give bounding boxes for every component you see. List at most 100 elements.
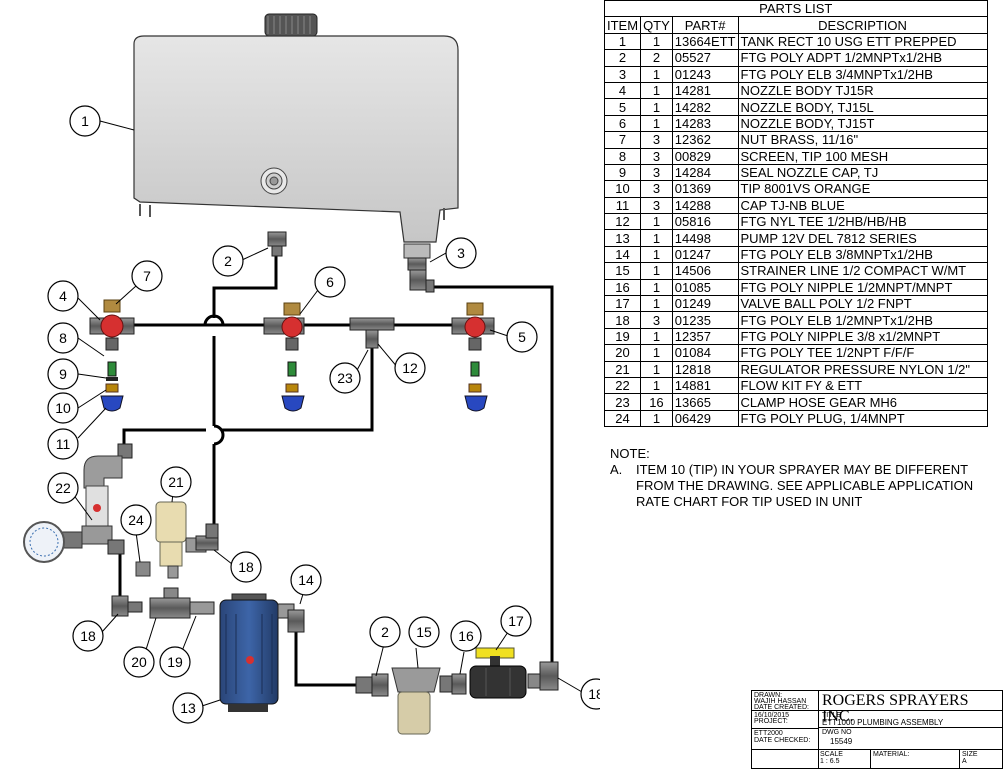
date-created-label: DATE CREATED: <box>754 704 809 711</box>
date-checked-label: DATE CHECKED: <box>754 737 811 744</box>
callout-16: 16 <box>458 628 474 644</box>
elbow-fitting-18-right <box>527 661 559 691</box>
item-cell: 24 <box>603 409 642 428</box>
qty-cell: 1 <box>640 376 673 395</box>
description-cell: NOZZLE BODY TJ15R <box>737 81 988 100</box>
item-cell: 1 <box>603 32 642 51</box>
item-cell: 15 <box>603 262 642 280</box>
item-cell: 19 <box>603 327 642 346</box>
description-cell: FTG POLY PLUG, 1/4MNPT <box>737 409 988 428</box>
description-cell: REGULATOR PRESSURE NYLON 1/2" <box>737 360 988 378</box>
qty-cell: 2 <box>640 49 673 67</box>
dwg-no-value: 15549 <box>830 737 853 746</box>
qty-cell: 1 <box>640 344 673 362</box>
note-label: NOTE: <box>610 446 650 461</box>
item-cell: 11 <box>603 196 642 215</box>
item-cell: 7 <box>603 131 642 149</box>
qty-cell: 1 <box>640 295 673 313</box>
item-cell: 13 <box>603 229 642 247</box>
project-value: ETT2000 <box>754 730 783 737</box>
header-qty: QTY <box>640 16 673 34</box>
qty-cell: 3 <box>640 196 673 215</box>
part-number-cell: 01249 <box>671 295 739 313</box>
tee-fitting-12 <box>349 317 395 349</box>
callout-1: 1 <box>81 113 89 129</box>
title-label: TITLE <box>822 712 842 719</box>
callout-6: 6 <box>326 274 334 290</box>
description-cell: CLAMP HOSE GEAR MH6 <box>737 393 988 411</box>
qty-cell: 1 <box>640 360 673 378</box>
callout-2: 2 <box>224 253 232 269</box>
qty-cell: 1 <box>640 81 673 100</box>
plumbing-assembly-drawing: 1 2 3 4 7 6 5 8 9 10 11 12 23 22 21 24 1… <box>23 13 600 735</box>
scale-label: SCALE <box>820 751 843 758</box>
item-cell: 9 <box>603 163 642 182</box>
callout-20: 20 <box>131 654 147 670</box>
description-cell: SEAL NOZZLE CAP, TJ <box>737 163 988 182</box>
item-cell: 2 <box>603 49 642 67</box>
fitting-adapter-bottom <box>355 673 389 697</box>
qty-cell: 1 <box>640 278 673 297</box>
callout-22: 22 <box>55 480 71 496</box>
dwg-no-label: DWG NO <box>822 729 852 736</box>
item-cell: 17 <box>603 295 642 313</box>
callout-2-bottom: 2 <box>381 624 389 640</box>
part-number-cell: 14506 <box>671 262 739 280</box>
qty-cell: 1 <box>640 65 673 83</box>
qty-cell: 1 <box>640 245 673 264</box>
callout-5: 5 <box>518 329 526 345</box>
material-label: MATERIAL: <box>873 751 910 758</box>
description-cell: FTG POLY ELB 1/2MNPTx1/2HB <box>737 311 988 329</box>
callout-18-mid: 18 <box>238 559 254 575</box>
item-cell: 21 <box>603 360 642 378</box>
fitting-elbow-3 <box>403 243 435 293</box>
callout-13: 13 <box>180 700 196 716</box>
description-cell: TANK RECT 10 USG ETT PREPPED <box>737 32 988 51</box>
description-cell: FTG POLY ELB 3/4MNPTx1/2HB <box>737 65 988 83</box>
qty-cell: 3 <box>640 131 673 149</box>
tank <box>133 13 459 243</box>
part-number-cell: 00829 <box>671 147 739 165</box>
nozzle-body-right <box>451 302 495 412</box>
description-cell: PUMP 12V DEL 7812 SERIES <box>737 229 988 247</box>
description-cell: FTG POLY NIPPLE 3/8 x1/2MNPT <box>737 327 988 346</box>
callout-15: 15 <box>416 624 432 640</box>
header-part-number: PART# <box>671 16 739 34</box>
item-cell: 22 <box>603 376 642 395</box>
description-cell: FTG POLY NIPPLE 1/2MNPT/MNPT <box>737 278 988 297</box>
item-cell: 20 <box>603 344 642 362</box>
description-cell: CAP TJ-NB BLUE <box>737 196 988 215</box>
hose-lines <box>118 252 554 687</box>
qty-cell: 1 <box>640 262 673 280</box>
pressure-regulator <box>135 501 207 579</box>
header-item: ITEM <box>603 16 642 34</box>
item-cell: 4 <box>603 81 642 100</box>
description-cell: FTG POLY ELB 3/8MNPTx1/2HB <box>737 245 988 264</box>
callout-7: 7 <box>143 268 151 284</box>
qty-cell: 16 <box>640 393 673 411</box>
callout-10: 10 <box>55 400 71 416</box>
part-number-cell: 14881 <box>671 376 739 395</box>
part-number-cell: 06429 <box>671 409 739 428</box>
item-cell: 23 <box>603 393 642 411</box>
part-number-cell: 13664ETT <box>671 32 739 51</box>
description-cell: NOZZLE BODY, TJ15L <box>737 98 988 116</box>
callout-18-right: 18 <box>588 686 600 702</box>
qty-cell: 1 <box>640 32 673 51</box>
qty-cell: 1 <box>640 229 673 247</box>
part-number-cell: 05816 <box>671 213 739 231</box>
description-cell: FTG POLY ADPT 1/2MNPTx1/2HB <box>737 49 988 67</box>
